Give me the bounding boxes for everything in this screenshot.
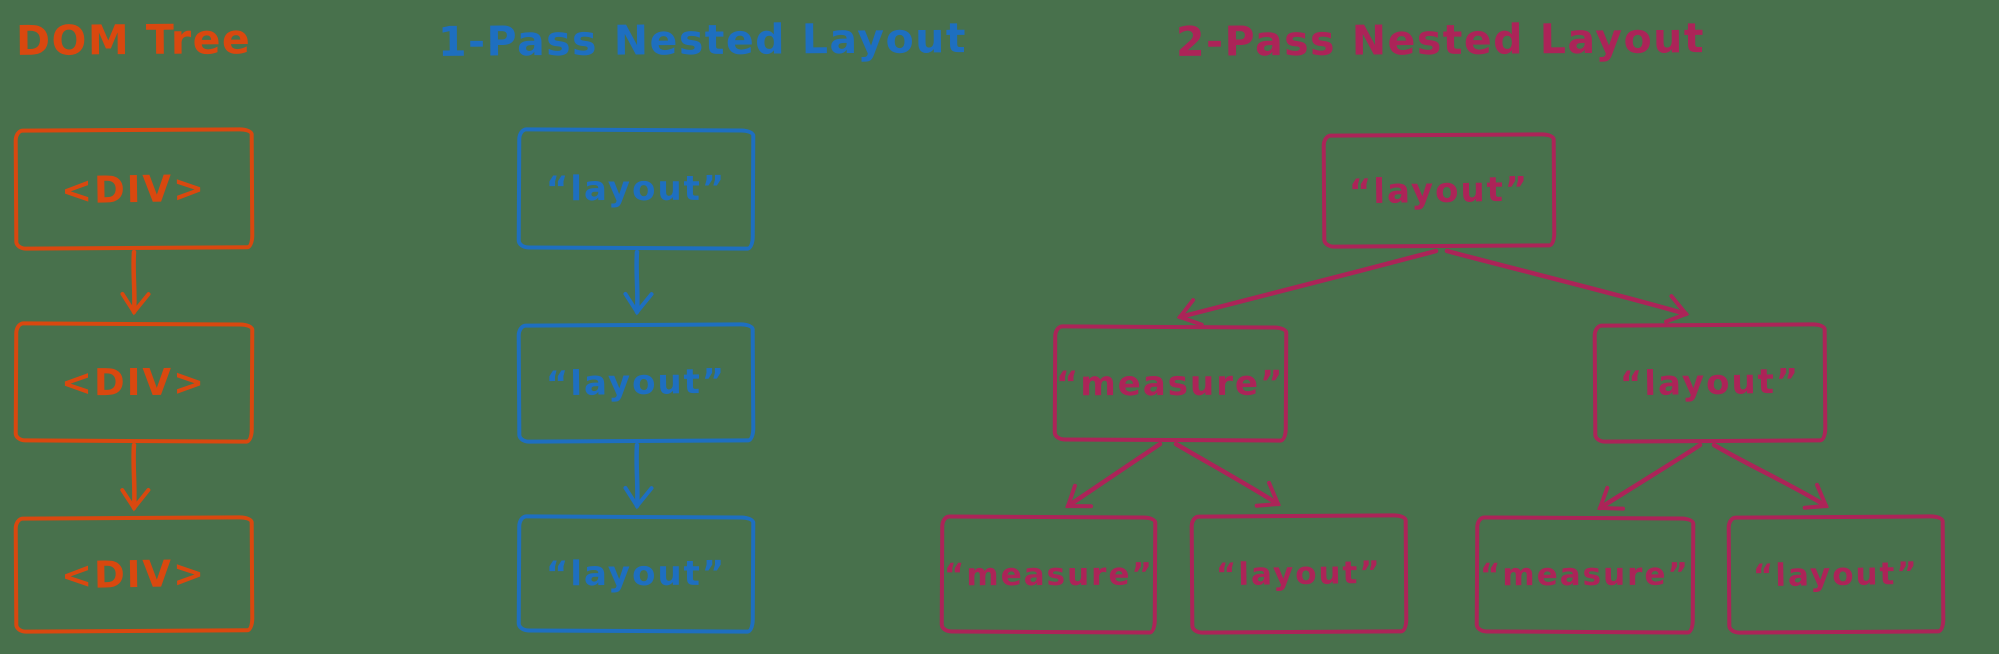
two-pass-layout-node: “layout” [1592, 322, 1828, 444]
arrow-2pass-layout-leaf4 [1711, 442, 1829, 510]
two-pass-root-node: “layout” [1321, 132, 1557, 249]
two-pass-measure-label: “measure” [1056, 363, 1285, 404]
two-pass-leaf-4-label: “layout” [1752, 555, 1920, 594]
one-pass-title: 1-Pass Nested Layout [437, 14, 968, 66]
two-pass-leaf-3-label: “measure” [1480, 556, 1690, 594]
one-pass-node-1: “layout” [516, 127, 756, 251]
two-pass-title: 2-Pass Nested Layout [1175, 14, 1706, 66]
arrow-2pass-measure-leaf2 [1173, 441, 1281, 508]
two-pass-root-label: “layout” [1348, 169, 1530, 212]
two-pass-leaf-measure-1: “measure” [939, 514, 1158, 635]
dom-tree-node-3-label: <DIV> [61, 551, 207, 598]
arrow-1pass-1-2 [623, 249, 654, 316]
arrow-dom-2-3 [120, 442, 151, 512]
arrow-dom-1-2 [120, 249, 151, 316]
two-pass-leaf-layout-4: “layout” [1726, 514, 1946, 635]
arrow-2pass-layout-leaf3 [1597, 442, 1703, 511]
two-pass-leaf-1-label: “measure” [943, 556, 1154, 593]
two-pass-leaf-2-label: “layout” [1215, 554, 1383, 594]
dom-tree-node-3: <DIV> [13, 515, 255, 634]
one-pass-node-2: “layout” [516, 322, 756, 444]
arrow-2pass-measure-leaf1 [1065, 441, 1163, 509]
one-pass-node-3-label: “layout” [545, 553, 727, 595]
one-pass-node-3: “layout” [516, 514, 756, 634]
two-pass-leaf-measure-3: “measure” [1474, 515, 1696, 635]
one-pass-node-1-label: “layout” [545, 168, 727, 210]
two-pass-leaf-layout-2: “layout” [1189, 513, 1409, 635]
two-pass-measure-node: “measure” [1052, 324, 1289, 443]
dom-tree-node-2-label: <DIV> [61, 360, 207, 405]
dom-tree-node-2: <DIV> [13, 321, 255, 444]
arrow-1pass-2-3 [623, 442, 654, 510]
two-pass-layout-label: “layout” [1619, 361, 1801, 405]
dom-tree-node-1: <DIV> [13, 127, 255, 251]
one-pass-node-2-label: “layout” [545, 361, 727, 405]
dom-tree-node-1-label: <DIV> [61, 166, 207, 212]
dom-tree-title: DOM Tree [15, 15, 252, 65]
arrow-2pass-root-measure [1176, 248, 1439, 327]
arrow-2pass-root-layout [1444, 248, 1690, 324]
